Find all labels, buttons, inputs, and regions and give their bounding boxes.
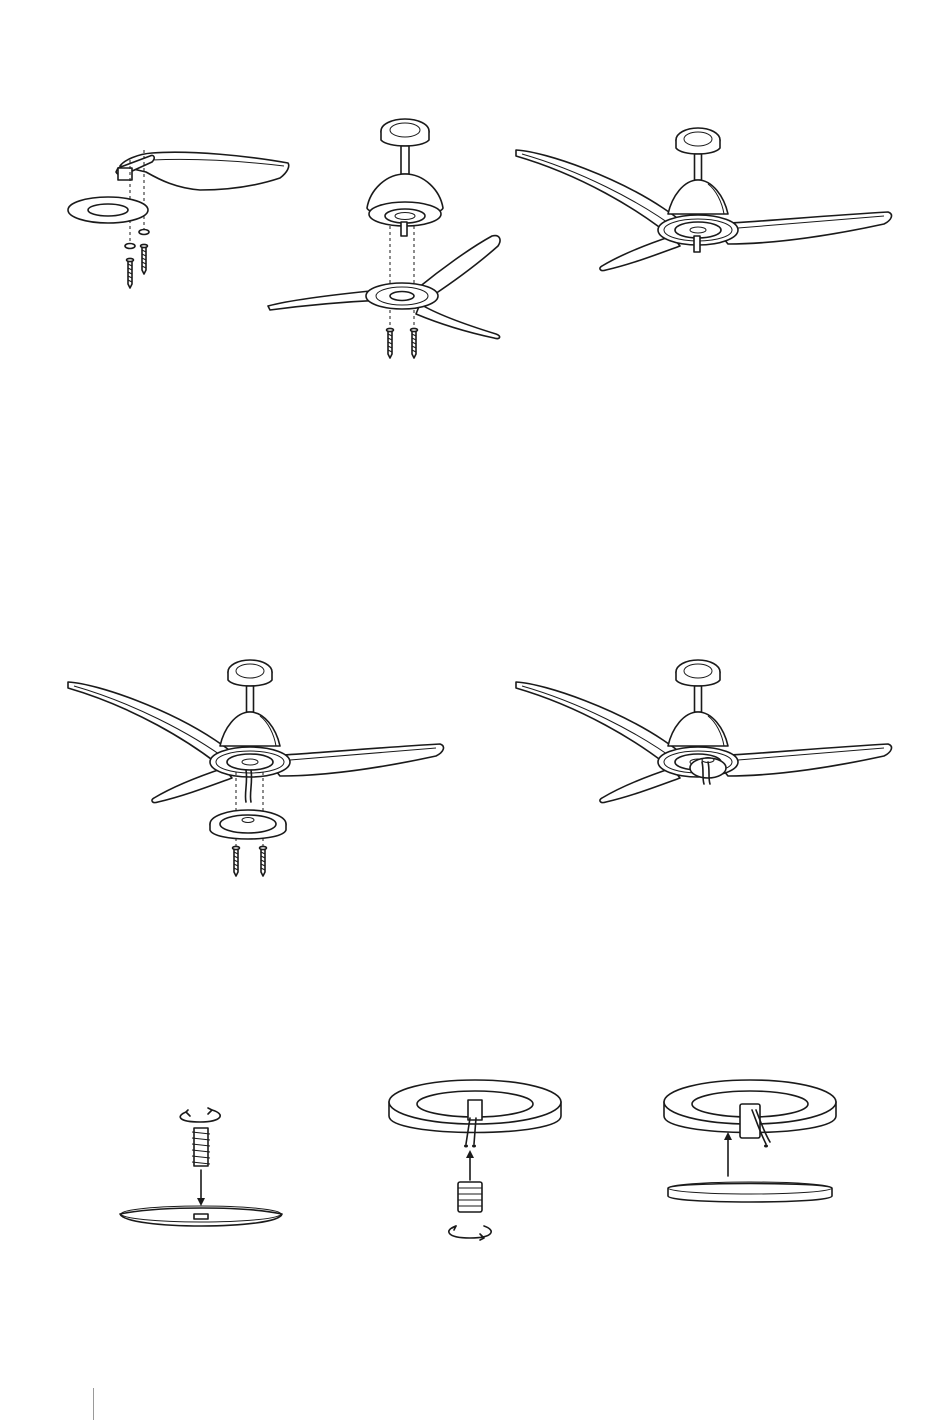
page-margin-rule <box>93 1388 94 1420</box>
step-assembled-fan <box>516 128 891 271</box>
step-thread-coupler-onto-wires <box>389 1080 561 1240</box>
step-light-kit-installed <box>516 660 891 803</box>
step-mount-blade-assembly-to-motor <box>268 119 500 358</box>
step-attach-glass-cover <box>664 1080 836 1202</box>
step-attach-blade-to-holder <box>68 150 289 288</box>
step-attach-light-kit-plate <box>68 660 443 876</box>
step-screw-threaded-rod-into-glass <box>120 1108 282 1226</box>
